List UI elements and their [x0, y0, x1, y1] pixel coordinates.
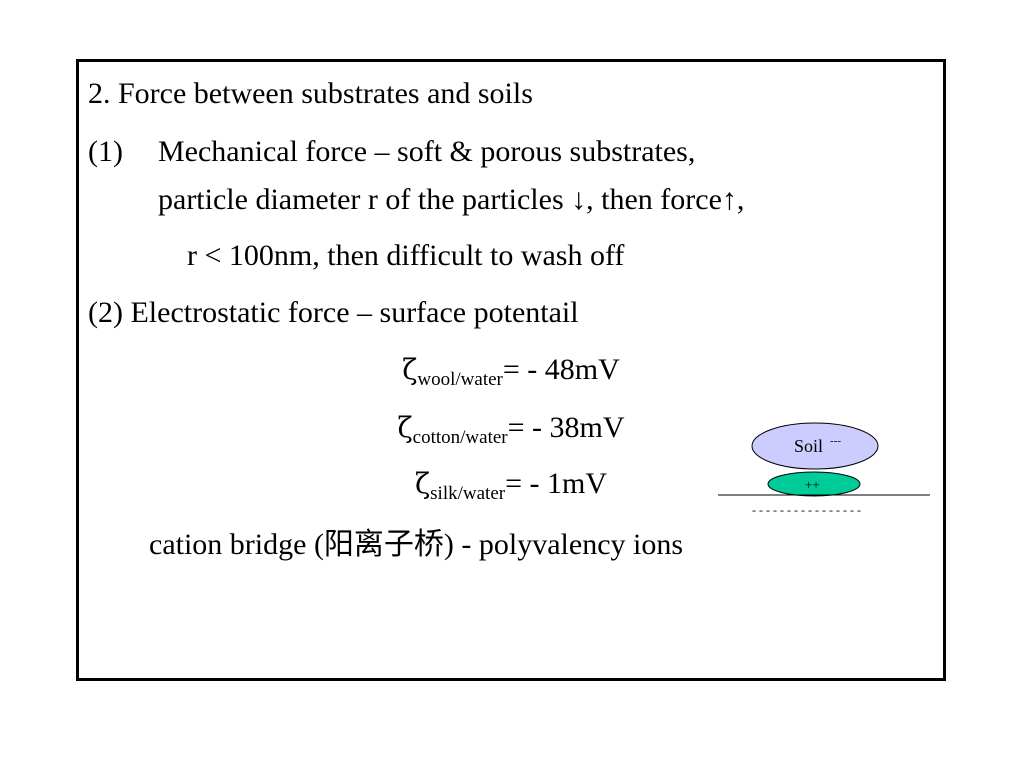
- zeta-cotton-sub: cotton/water: [412, 427, 508, 448]
- zeta-symbol: ζ: [414, 467, 431, 500]
- zeta-cotton: ζcotton/water= - 38mV: [79, 410, 943, 456]
- zeta-wool-sub: wool/water: [417, 369, 503, 390]
- heading: 2. Force between substrates and soils: [88, 77, 533, 110]
- cation-bridge: cation bridge (阳离子桥) - polyvalency ions: [149, 528, 684, 561]
- slide-frame: 2. Force between substrates and soils (1…: [76, 59, 946, 681]
- item1-line2: particle diameter r of the particles ↓, …: [158, 183, 745, 216]
- zeta-symbol: ζ: [402, 353, 418, 386]
- cation-ellipse: [767, 471, 861, 497]
- zeta-wool-value: = - 48mV: [502, 353, 620, 386]
- soil-charge-label: ---: [830, 435, 841, 447]
- item1-number: (1): [88, 135, 123, 168]
- zeta-cotton-value: = - 38mV: [507, 411, 625, 444]
- item1-line3: r < 100nm, then difficult to wash off: [187, 239, 625, 272]
- zeta-silk: ζsilk/water= - 1mV: [79, 466, 943, 512]
- zeta-silk-sub: silk/water: [430, 483, 506, 504]
- cation-label: ++: [805, 477, 820, 492]
- item1-line1: Mechanical force – soft & porous substra…: [158, 135, 696, 168]
- soil-ellipse: [751, 422, 879, 470]
- surface-charge-label: - - - - - - - - - - - - - - - -: [752, 503, 861, 517]
- zeta-silk-value: = - 1mV: [505, 467, 608, 500]
- item2-electrostatic: (2) Electrostatic force – surface potent…: [88, 296, 579, 329]
- zeta-wool: ζwool/water= - 48mV: [79, 352, 943, 398]
- soil-particle-diagram: Soil --- ++ - - - - - - - - - - - - - - …: [718, 422, 930, 517]
- soil-label: Soil: [794, 436, 823, 456]
- zeta-symbol: ζ: [397, 411, 413, 444]
